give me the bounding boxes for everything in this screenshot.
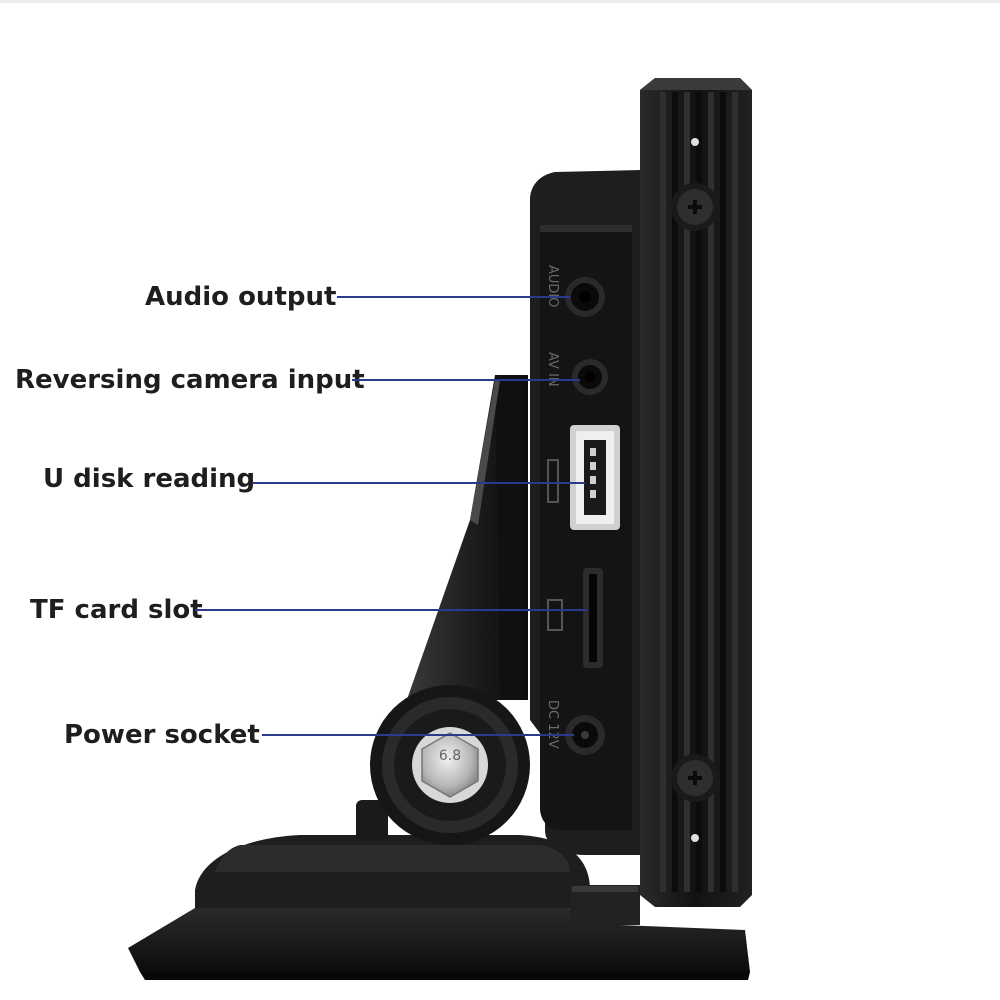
av-in-port [572,359,608,395]
finned-body [640,78,752,907]
hinge-knob: 6.8 [370,685,530,845]
ports: AUDIO AV IN DC 12V [545,265,620,755]
dc-marking: DC 12V [545,700,560,749]
callout-reversing-camera-label: Reversing camera input [15,365,365,395]
audio-marking: AUDIO [545,265,560,308]
top-border [0,0,1000,3]
usb-port [570,425,620,530]
tf-marking-icon [547,599,563,631]
callout-reversing-camera-line [352,379,580,381]
usb-marking-icon [547,459,559,503]
callout-tf-card-label: TF card slot [30,595,203,625]
callout-u-disk-label: U disk reading [43,464,256,494]
callout-power-socket-label: Power socket [64,720,260,750]
callout-tf-card-line [195,609,587,611]
bolt-marking: 6.8 [439,748,461,764]
tf-card-slot [583,568,603,668]
mount-base [128,800,750,980]
screw-top [671,183,719,231]
callout-u-disk-line [253,482,585,484]
callout-audio-output-line [337,296,570,298]
callout-audio-output-label: Audio output [145,282,337,312]
screw-bottom [671,754,719,802]
dc-port [565,715,605,755]
stand-arm [405,375,528,705]
av-in-marking: AV IN [545,352,560,387]
audio-port [565,277,605,317]
callout-power-socket-line [262,734,574,736]
